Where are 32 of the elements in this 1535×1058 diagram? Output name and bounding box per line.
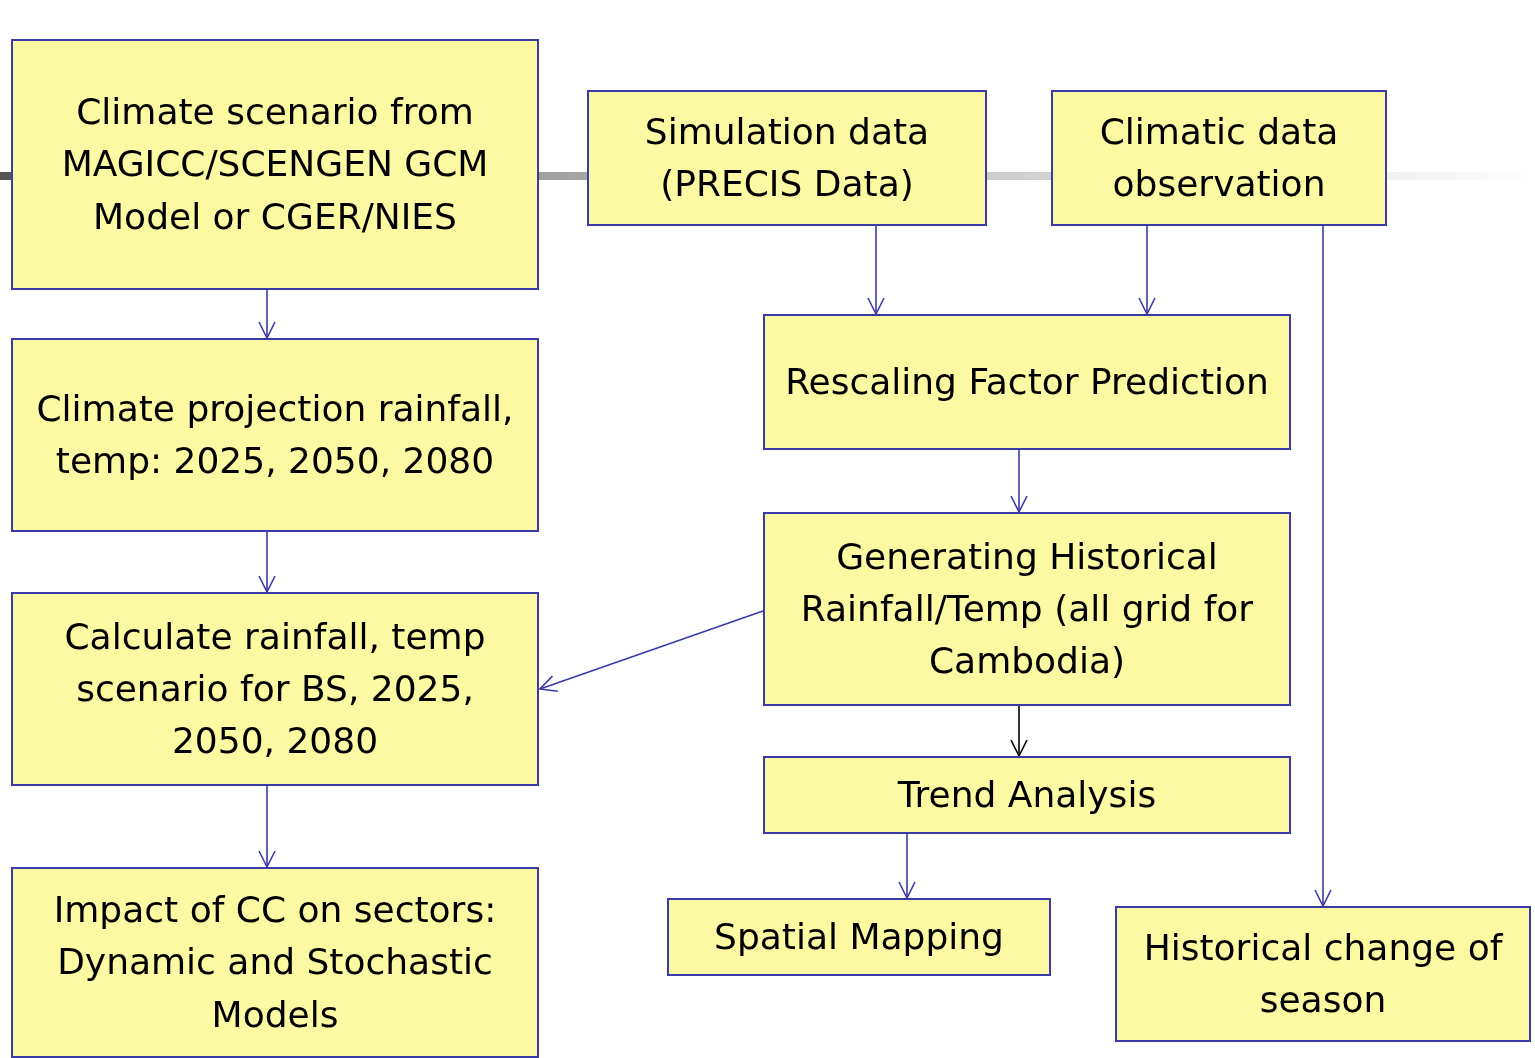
box-label: Climate projection rainfall, temp: 2025, 2050, 2080 xyxy=(35,386,515,483)
process-box xyxy=(11,867,539,1058)
box-label: Climatic data observation xyxy=(1098,109,1340,206)
process-box xyxy=(1115,906,1531,1042)
box-label: Climate scenario from MAGICC/SCENGEN GCM Model or CGER/NIES xyxy=(60,90,490,239)
box-label: Calculate rainfall, temp scenario for BS, 2025, 2050, 2080 xyxy=(63,614,487,764)
arrow xyxy=(1314,225,1332,907)
arrow xyxy=(867,225,885,315)
process-box xyxy=(763,314,1291,450)
box-label: Generating Historical Rainfall/Temp (all grid for Cambodia) xyxy=(799,534,1255,684)
box-label: Impact of CC on sectors: Dynamic and Stochastic Models xyxy=(52,888,498,1037)
arrow xyxy=(898,833,916,899)
process-box xyxy=(763,756,1291,834)
box-label: Trend Analysis xyxy=(897,772,1157,817)
box-label: Simulation data (PRECIS Data) xyxy=(643,109,931,206)
process-box xyxy=(667,898,1051,976)
process-box xyxy=(11,592,539,786)
arrow xyxy=(1010,705,1028,757)
box-label: Spatial Mapping xyxy=(714,914,1004,959)
arrow xyxy=(258,531,276,593)
process-box xyxy=(763,512,1291,706)
arrow xyxy=(258,785,276,868)
process-box xyxy=(1051,90,1387,226)
process-box xyxy=(11,338,539,532)
arrow xyxy=(539,610,764,693)
process-box xyxy=(11,39,539,290)
arrow xyxy=(1010,449,1028,513)
box-label: Rescaling Factor Prediction xyxy=(785,359,1269,404)
process-box xyxy=(587,90,987,226)
arrow xyxy=(1138,225,1156,315)
arrow xyxy=(258,289,276,339)
box-label: Historical change of season xyxy=(1142,925,1504,1022)
